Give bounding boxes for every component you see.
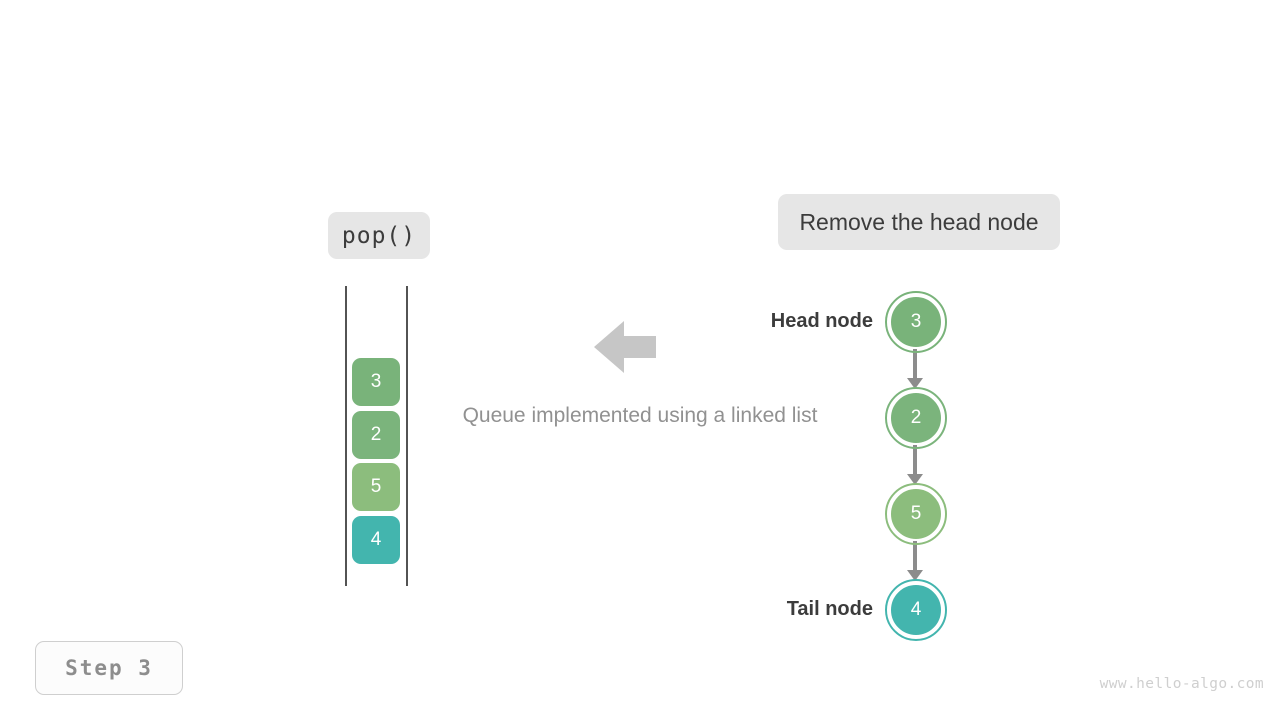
head-node-label: Head node	[770, 310, 873, 332]
caption-text: Queue implemented using a linked list	[462, 404, 818, 427]
queue-column: 3 2 5 4	[345, 286, 409, 586]
action-label: Remove the head node	[799, 208, 1039, 235]
queue-rail-right	[406, 286, 408, 586]
queue-cell-value: 5	[370, 476, 382, 497]
left-arrow-icon	[594, 319, 656, 375]
queue-cell-value: 2	[370, 424, 382, 445]
tail-node-label: Tail node	[786, 598, 873, 620]
link-arrowhead-icon	[907, 378, 923, 389]
operation-label: pop()	[341, 222, 417, 249]
list-node-tail: 4	[885, 579, 947, 641]
node-value: 2	[910, 407, 922, 428]
step-badge: Step 3	[35, 641, 183, 695]
link-connector	[913, 445, 917, 477]
link-connector	[913, 541, 917, 573]
queue-rail-left	[345, 286, 347, 586]
linked-list: 3 2 5 4	[880, 286, 960, 646]
list-node: 2	[885, 387, 947, 449]
queue-cell: 3	[352, 358, 400, 406]
link-connector	[913, 349, 917, 381]
queue-cell-value: 4	[370, 529, 382, 550]
list-node-head: 3	[885, 291, 947, 353]
operation-chip: pop()	[328, 212, 430, 259]
queue-cell: 4	[352, 516, 400, 564]
queue-cell: 5	[352, 463, 400, 511]
watermark: www.hello-algo.com	[1099, 676, 1264, 692]
queue-cell-value: 3	[370, 371, 382, 392]
action-chip: Remove the head node	[778, 194, 1060, 250]
step-label: Step 3	[65, 656, 153, 680]
queue-cell: 2	[352, 411, 400, 459]
node-value: 3	[910, 311, 922, 332]
node-value: 4	[910, 599, 922, 620]
node-value: 5	[910, 503, 922, 524]
list-node: 5	[885, 483, 947, 545]
link-arrowhead-icon	[907, 474, 923, 485]
link-arrowhead-icon	[907, 570, 923, 581]
